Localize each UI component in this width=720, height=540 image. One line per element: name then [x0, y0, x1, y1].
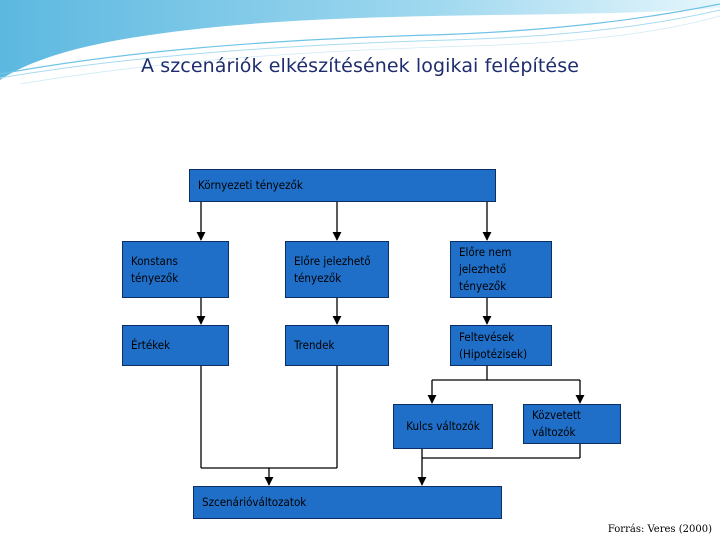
box-environmental-factors: Környezeti tényezők — [189, 169, 496, 202]
wave-decoration — [0, 0, 720, 85]
box-hypotheses: Feltevések (Hipotézisek) — [450, 325, 552, 366]
box-scenario-variants: Szcenárióváltozatok — [193, 486, 502, 519]
box-predictable-factors: Előre jelezhető tényezők — [285, 241, 389, 298]
box-trends: Trendek — [285, 325, 389, 366]
box-constant-factors: Konstans tényezők — [122, 241, 229, 298]
box-unpredictable-factors: Előre nem jelezhető tényezők — [450, 241, 552, 298]
slide-title: A szcenáriók elkészítésének logikai felé… — [140, 55, 579, 77]
box-indirect-variables: Közvetett változók — [523, 404, 621, 444]
source-citation: Forrás: Veres (2000) — [607, 524, 712, 535]
box-key-variables: Kulcs változók — [393, 404, 493, 449]
box-values: Értékek — [122, 325, 229, 366]
